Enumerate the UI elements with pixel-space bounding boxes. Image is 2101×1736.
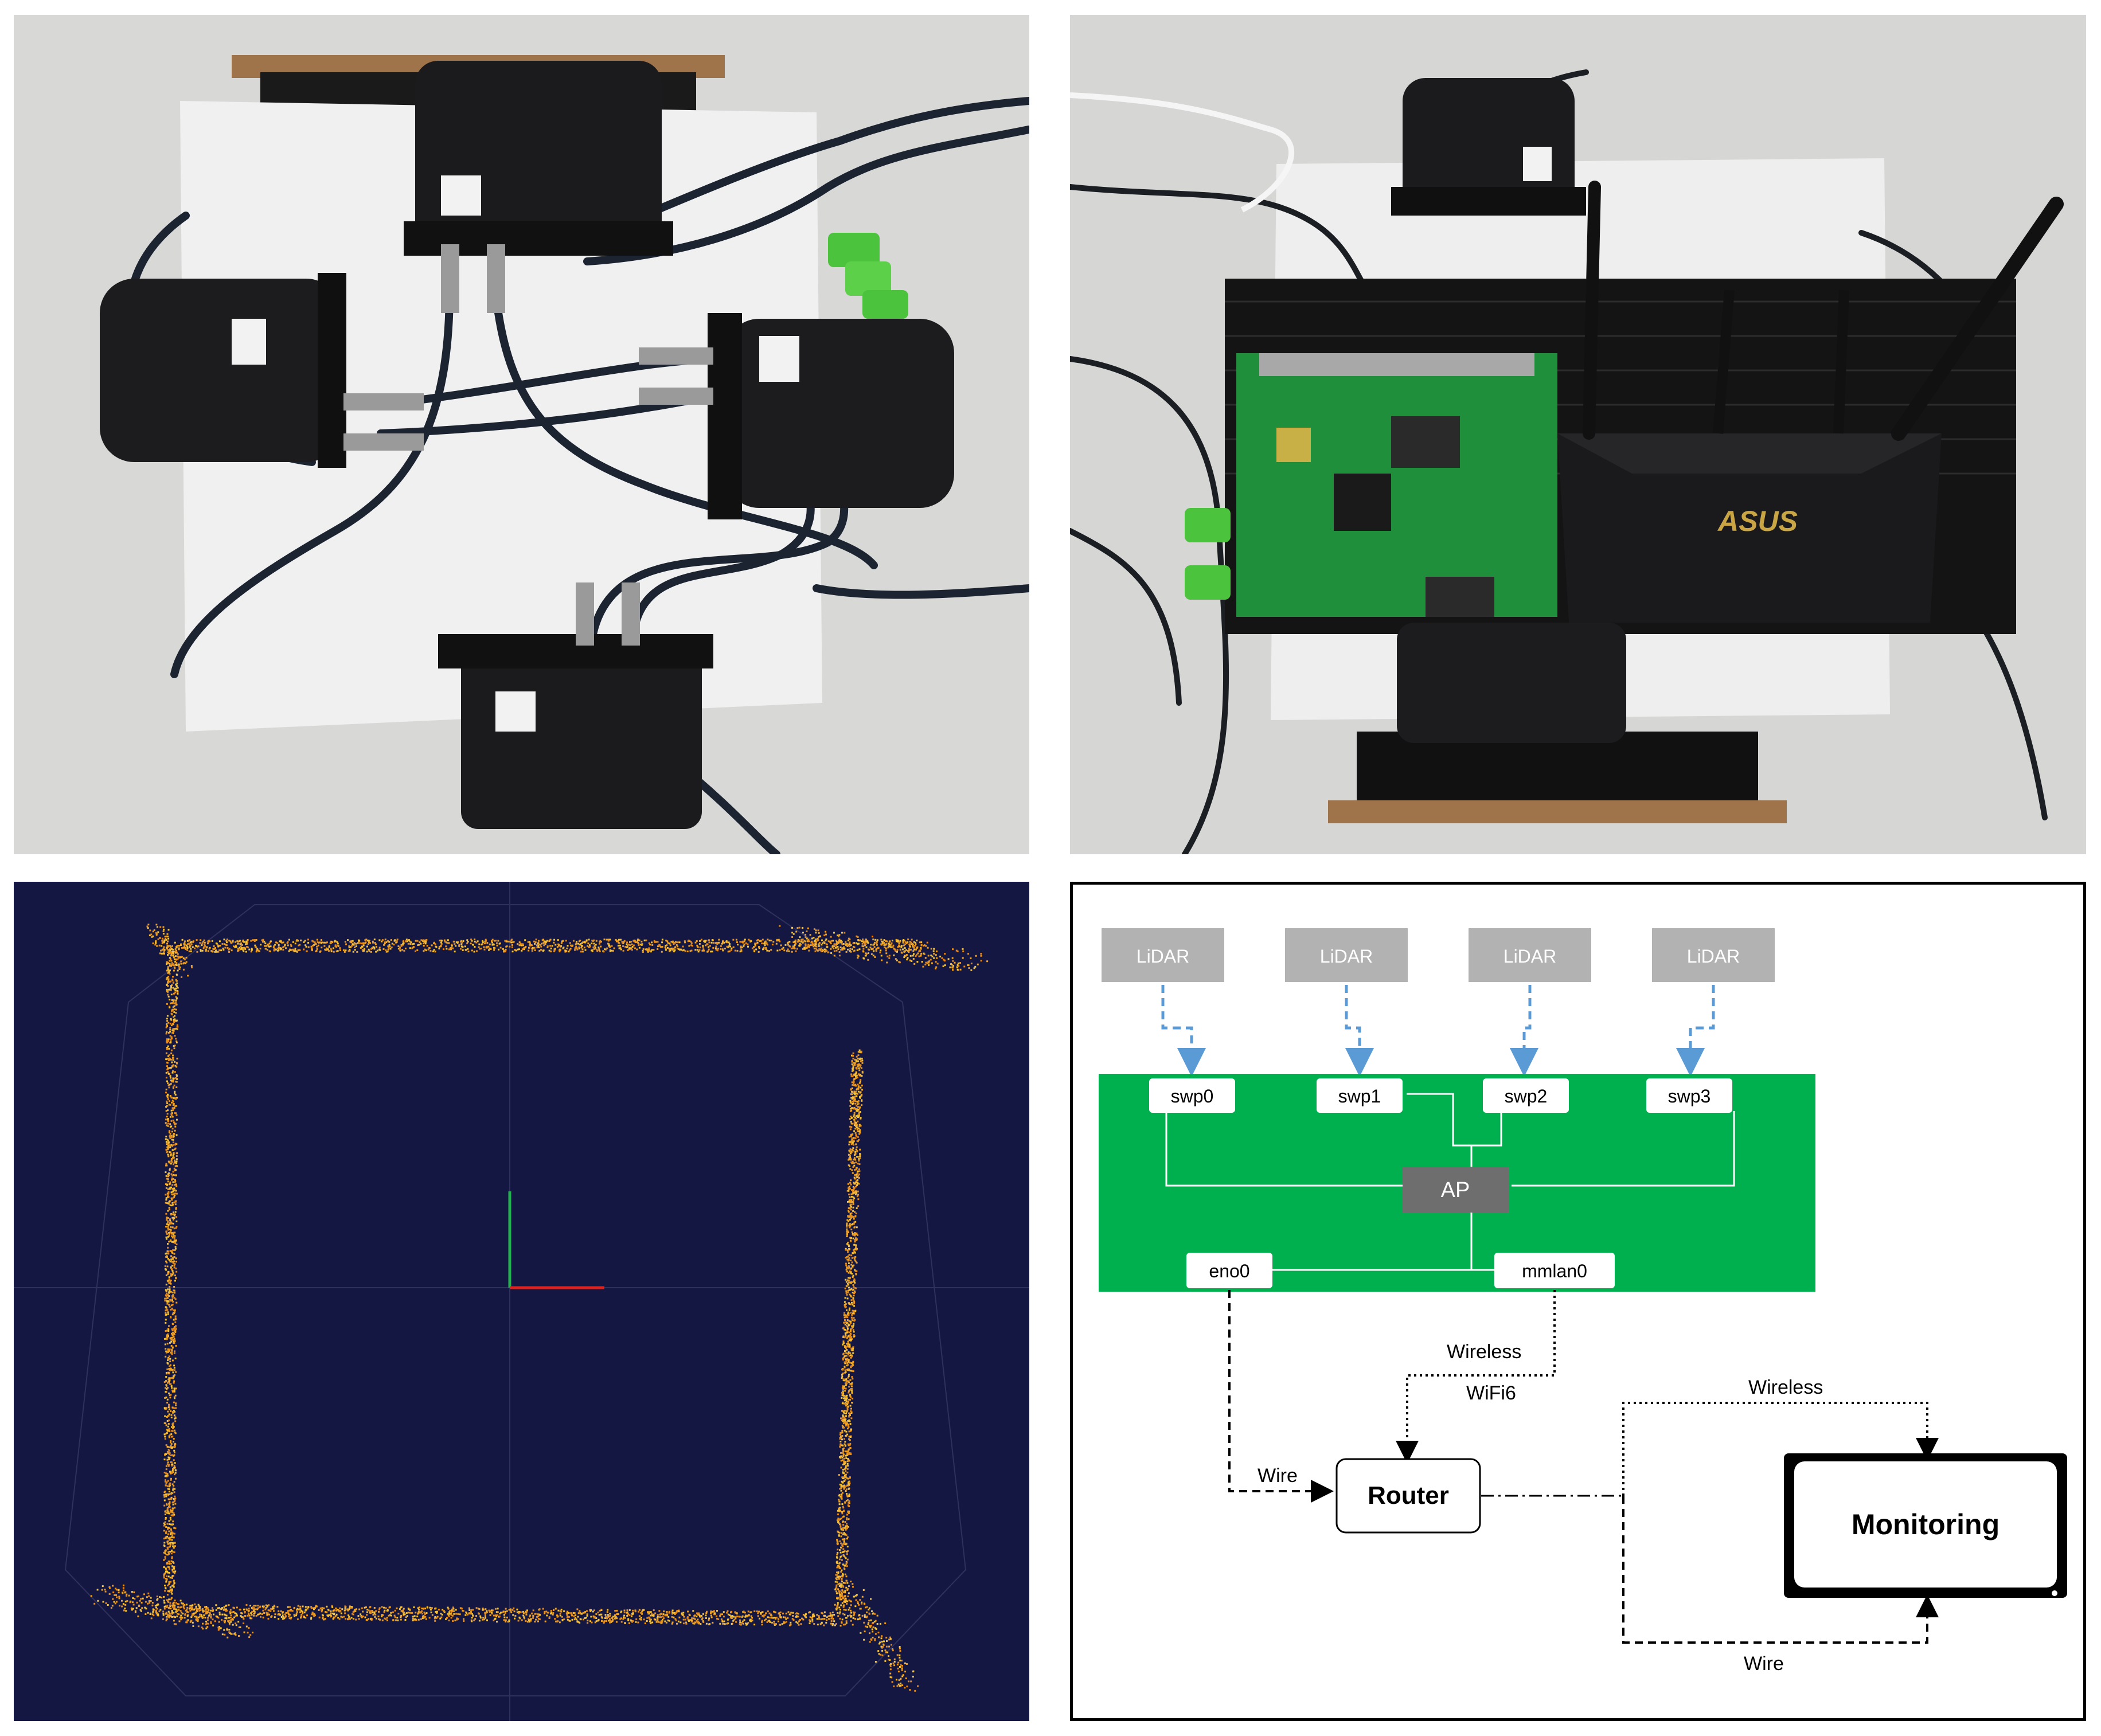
wireless-label-1: Wireless [1447,1341,1521,1363]
monitoring-label: Monitoring [1852,1508,2000,1540]
port-label-swp1: swp1 [1338,1086,1381,1106]
point-cloud-points [90,924,989,1692]
port-swp1 [1317,1078,1403,1113]
lidar-label-0: LiDAR [1137,946,1189,967]
router-brand-label: ASUS [1717,505,1798,537]
eno0-to-router-line [1228,1290,1334,1503]
port-label-swp2: swp2 [1505,1086,1548,1106]
network-diagram: LiDAR LiDAR LiDAR LiDAR [1070,882,2086,1721]
lidar-arrow-1 [1345,985,1374,1077]
wifi-label: WiFi6 [1466,1382,1516,1404]
monitoring-inner [1794,1461,2057,1588]
lidar-arrow-0 [1161,985,1206,1077]
port-eno0 [1186,1253,1272,1288]
ap-label: AP [1441,1178,1470,1202]
port-label-mmlan0: mmlan0 [1522,1261,1587,1281]
port-label-swp3: swp3 [1668,1086,1711,1106]
port-label-swp0: swp0 [1171,1086,1214,1106]
lidar-box-1 [1285,928,1408,982]
router-box [1335,1458,1481,1534]
lidar-box-3 [1652,928,1775,982]
wireless-label-2: Wireless [1748,1377,1823,1398]
lidar-label-2: LiDAR [1503,946,1556,967]
ap-box [1403,1167,1509,1213]
port-swp0 [1149,1078,1235,1113]
wire-label-2: Wire [1744,1653,1784,1675]
port-mmlan0 [1494,1253,1615,1288]
lidar-label-3: LiDAR [1687,946,1740,967]
port-swp2 [1483,1078,1569,1113]
lidar-label-1: LiDAR [1320,946,1373,967]
wire-label-1: Wire [1258,1465,1298,1487]
point-cloud-view [14,882,1029,1721]
router-label: Router [1368,1481,1449,1510]
lidar-arrow-3 [1676,985,1715,1077]
mmlan0-to-router-line [1396,1290,1556,1464]
port-label-eno0: eno0 [1209,1261,1249,1281]
router-to-monitoring-wireless [1622,1402,1939,1496]
router-to-monitoring-wire [1622,1496,1939,1644]
lidar-sensors-photo [14,15,1029,854]
lidar-arrow-2 [1510,985,1538,1077]
port-swp3 [1646,1078,1732,1113]
board-router-photo: ASUS [1070,15,2086,854]
lidar-box-2 [1469,928,1591,982]
lidar-box-0 [1102,928,1224,982]
